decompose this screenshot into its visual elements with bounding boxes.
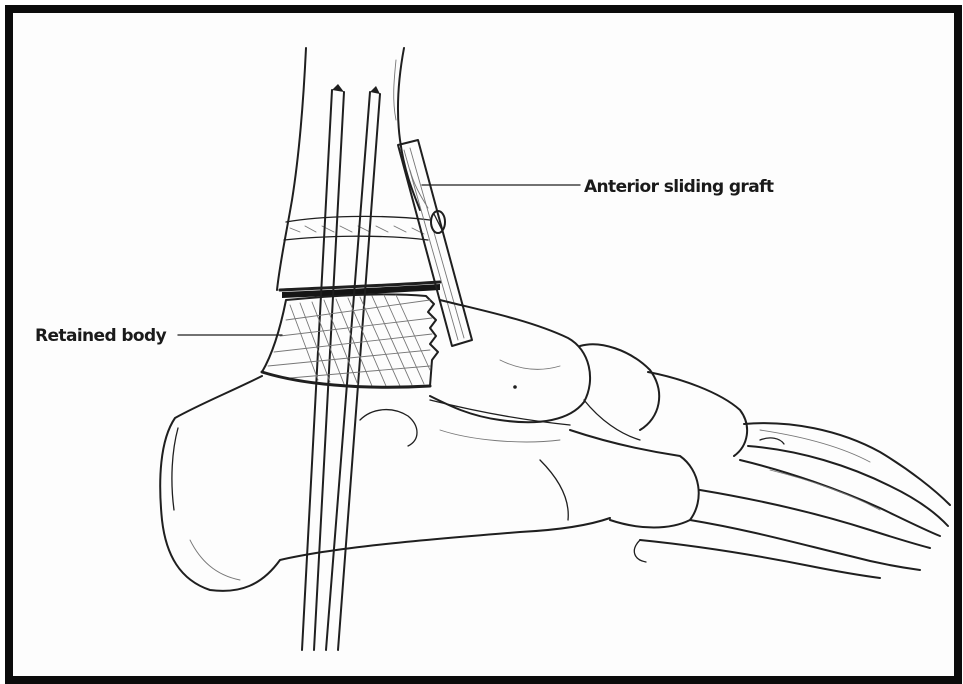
fixation-pins [302,84,380,650]
tibia [277,48,440,298]
label-retained-body: Retained body [35,326,167,346]
label-anterior-sliding-graft: Anterior sliding graft [584,177,774,197]
metatarsals [634,423,950,578]
anterior-sliding-graft [398,140,472,346]
midfoot-bones [430,300,747,528]
calcaneus [160,376,610,591]
